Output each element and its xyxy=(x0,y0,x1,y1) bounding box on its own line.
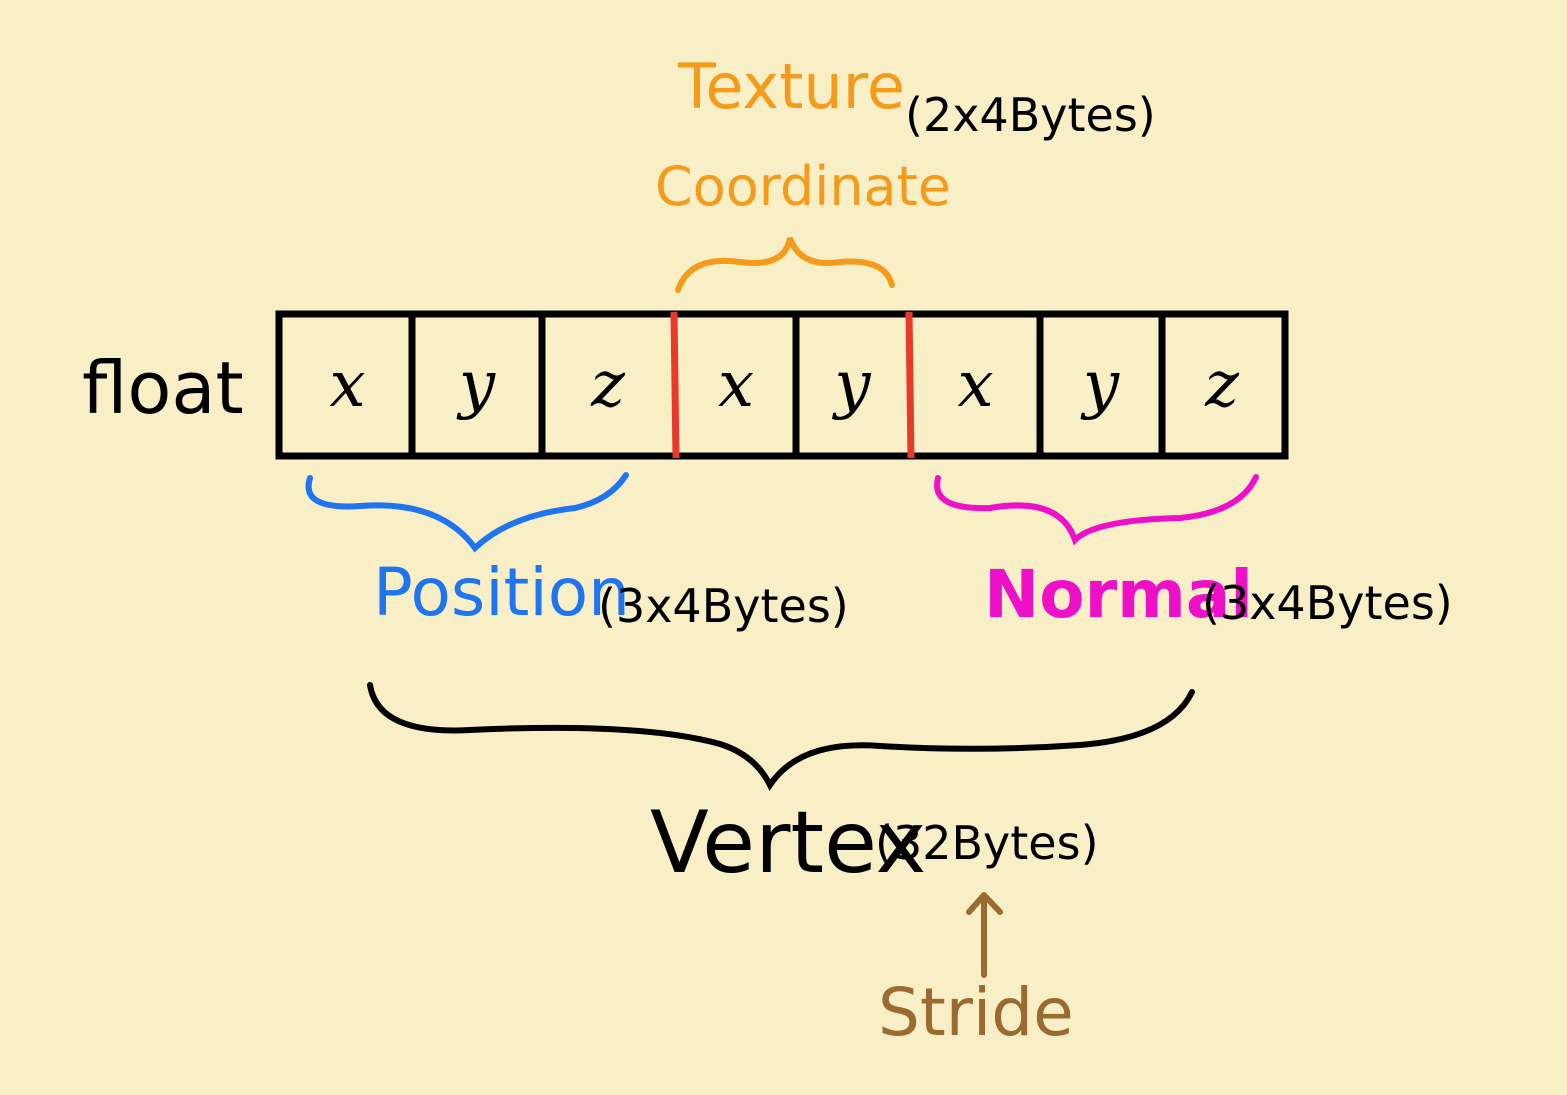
normal-size-label: (3x4Bytes) xyxy=(1202,576,1453,630)
normal-label: Normal xyxy=(984,556,1254,633)
cell-texture-x: x xyxy=(717,348,755,422)
position-brace xyxy=(305,472,629,553)
stride-arrow-head xyxy=(966,892,1003,915)
vertex-brace xyxy=(367,682,1195,791)
cell-normal-x: x xyxy=(957,348,994,422)
position-label: Position xyxy=(373,554,630,631)
cell-normal-y: y xyxy=(1082,348,1120,422)
texture-label-line1: Texture xyxy=(678,50,905,123)
normal-brace xyxy=(934,474,1259,546)
cell-normal-z: z xyxy=(1205,348,1239,422)
attribute-separator xyxy=(905,311,915,459)
texture-brace xyxy=(675,236,895,293)
position-size-label: (3x4Bytes) xyxy=(598,579,849,633)
cell-position-z: z xyxy=(591,348,625,422)
cell-texture-y: y xyxy=(834,348,871,422)
stride-label: Stride xyxy=(878,974,1074,1051)
float-array-box xyxy=(275,310,1289,460)
cell-position-x: x xyxy=(329,348,366,422)
vertex-size-label: (32Bytes) xyxy=(875,816,1099,870)
attribute-separator xyxy=(670,311,680,459)
texture-size-label: (2x4Bytes) xyxy=(905,88,1156,142)
vertex-label: Vertex xyxy=(650,793,927,893)
row-type-label: float xyxy=(82,346,244,430)
texture-label-line2: Coordinate xyxy=(655,155,952,218)
cell-position-y: y xyxy=(458,348,496,422)
